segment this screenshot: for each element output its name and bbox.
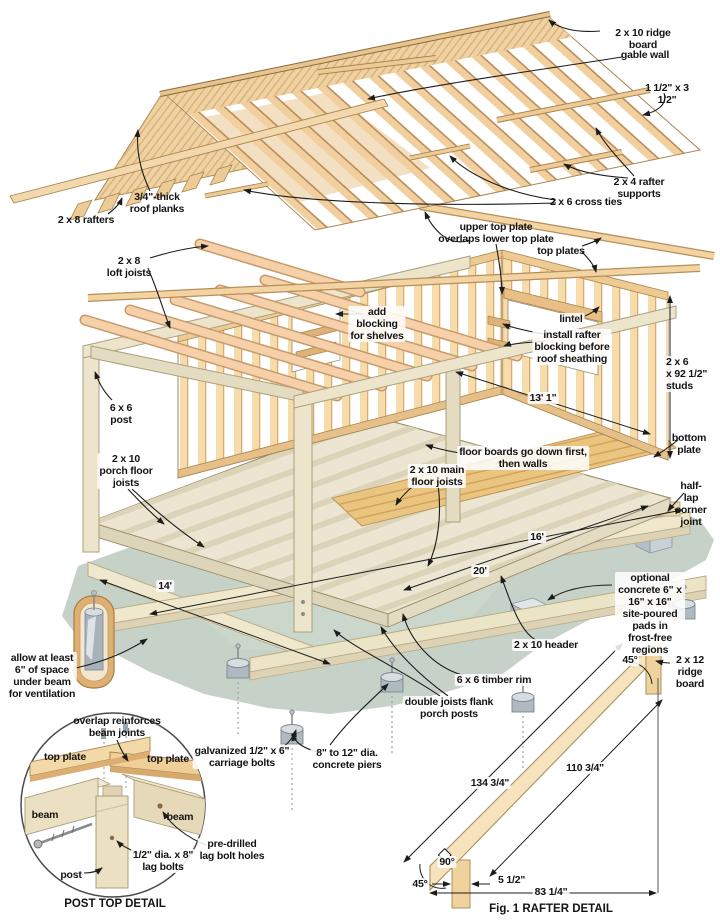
label-rd-run-length: 83 1/4" [532, 886, 570, 899]
label-rd-seat-width: 5 1/2" [496, 874, 528, 887]
label-lag-bolts: 1/2" dia. x 8" lag bolts [130, 849, 196, 874]
label-rafter-supports: 2 x 4 rafter supports [613, 176, 665, 201]
label-post-6x6: 6 x 6 post [107, 402, 135, 427]
label-bottom-plate: bottom plate [671, 432, 707, 457]
label-rd-inner-length: 110 3/4" [564, 762, 606, 775]
caption-rafter-detail: Fig. 1 RAFTER DETAIL [489, 903, 613, 915]
label-carriage-bolts: galvanized 1/2" x 6" carriage bolts [192, 745, 292, 770]
label-half-lap: half-lap corner joint [675, 480, 707, 529]
dim-wall-length: 13' 1" [527, 392, 559, 405]
label-cross-ties: 2 x 6 cross ties [549, 196, 623, 208]
label-upper-top-plate: upper top plate overlaps lower top plate [438, 221, 554, 246]
label-porch-joists: 2 x 10 porch floor joists [97, 453, 155, 490]
dim-porch-width: 14' [156, 580, 174, 593]
label-rd-angle-square: 90° [437, 856, 457, 869]
label-rd-outer-length: 134 3/4" [468, 777, 512, 790]
label-lintel: lintel [557, 313, 585, 326]
label-top-plates: top plates [537, 245, 585, 257]
dim-deck-width: 16' [528, 531, 546, 544]
label-lag-holes: pre-drilled lag bolt holes [197, 838, 267, 863]
label-post: post [60, 869, 82, 881]
label-concrete-pads: optional concrete 6" x 16" x 16" site-po… [615, 572, 685, 657]
label-top-plate-left: top plate [44, 751, 86, 763]
label-beam-left: beam [31, 809, 59, 821]
label-rd-angle-bottom: 45° [410, 878, 430, 891]
label-rafter-support-size: 1 1/2" x 3 1/2" [645, 82, 689, 107]
label-header: 2 x 10 header [512, 639, 580, 652]
label-studs: 2 x 6 x 92 1/2" studs [664, 356, 710, 393]
label-loft-joists: 2 x 8 loft joists [106, 255, 152, 280]
label-top-plate-right: top plate [147, 753, 189, 765]
label-ventilation: allow at least 6" of space under beam fo… [6, 652, 78, 701]
label-rd-ridge-board: 2 x 12 ridge board [675, 654, 705, 691]
roof-artwork [9, 11, 702, 231]
label-double-joists: double joists flank porch posts [402, 696, 496, 721]
label-roof-planks: 3/4"-thick roof planks [129, 191, 185, 216]
label-rafter-blocking: install rafter blocking before roof shea… [532, 329, 612, 366]
label-rd-angle-top: 45° [620, 654, 640, 667]
dim-deck-length: 20' [471, 565, 489, 578]
label-beam-right: beam [166, 811, 194, 823]
label-concrete-piers: 8" to 12" dia. concrete piers [310, 747, 384, 772]
dimension-lines [99, 295, 683, 665]
walls-artwork [177, 249, 669, 479]
caption-post-top-detail: POST TOP DETAIL [64, 898, 166, 910]
label-main-joists: 2 x 10 main floor joists [407, 464, 467, 489]
label-gable-wall: gable wall [620, 49, 670, 61]
label-overlap-beams: overlap reinforces beam joints [73, 715, 161, 740]
label-ridge-board: 2 x 10 ridge board [615, 27, 671, 52]
label-add-blocking: add blocking for shelves [348, 306, 406, 343]
label-floor-boards: floor boards go down first, then walls [457, 446, 589, 471]
label-rafters: 2 x 8 rafters [57, 214, 115, 226]
label-timber-rim: 6 x 6 timber rim [454, 674, 534, 687]
